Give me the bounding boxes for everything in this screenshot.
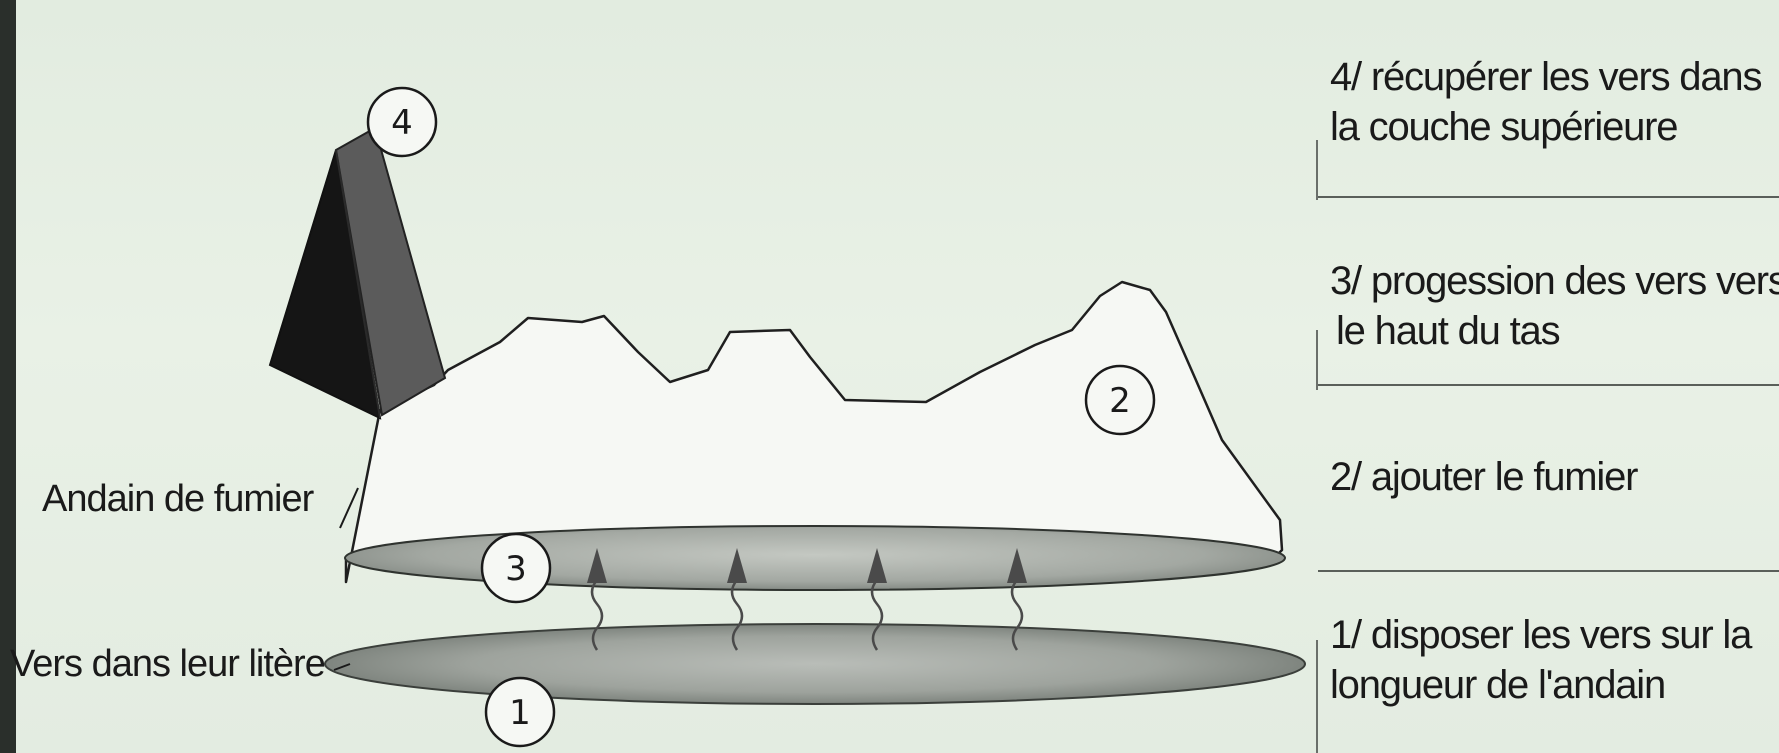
step-1-line-1: 1/ disposer les vers sur la [1330, 610, 1751, 660]
callout-4: 4 [368, 88, 436, 156]
step-3-line-2: le haut du tas [1330, 306, 1779, 356]
step-1-text: 1/ disposer les vers sur la longueur de … [1330, 610, 1751, 710]
legend-rule-bottom [1316, 640, 1318, 753]
legend-divider-1 [1318, 196, 1779, 198]
windrow-leader-line [340, 488, 358, 528]
step-4-text: 4/ récupérer les vers dans la couche sup… [1330, 52, 1761, 152]
worm-collection-wedge [270, 128, 445, 418]
svg-text:3: 3 [505, 549, 527, 589]
legend-divider-2 [1318, 384, 1779, 386]
step-2-line-1: 2/ ajouter le fumier [1330, 452, 1637, 502]
callout-3: 3 [482, 534, 550, 602]
callout-1: 1 [486, 678, 554, 746]
step-4-line-2: la couche supérieure [1330, 102, 1761, 152]
worm-bedding-layer [325, 624, 1305, 704]
callout-2: 2 [1086, 366, 1154, 434]
legend-divider-3 [1318, 570, 1779, 572]
svg-text:2: 2 [1109, 381, 1131, 421]
legend-rule-mid [1316, 330, 1318, 390]
step-4-line-1: 4/ récupérer les vers dans [1330, 52, 1761, 102]
step-3-text: 3/ progession des vers vers le haut du t… [1330, 256, 1779, 356]
step-1-line-2: longueur de l'andain [1330, 660, 1751, 710]
svg-text:4: 4 [391, 103, 413, 143]
svg-text:1: 1 [509, 693, 531, 733]
worm-bedding-label: Vers dans leur litère [10, 643, 325, 686]
step-2-text: 2/ ajouter le fumier [1330, 452, 1637, 502]
step-3-line-1: 3/ progession des vers vers [1330, 256, 1779, 306]
legend-rule-top [1316, 140, 1318, 200]
windrow-label: Andain de fumier [42, 478, 313, 521]
